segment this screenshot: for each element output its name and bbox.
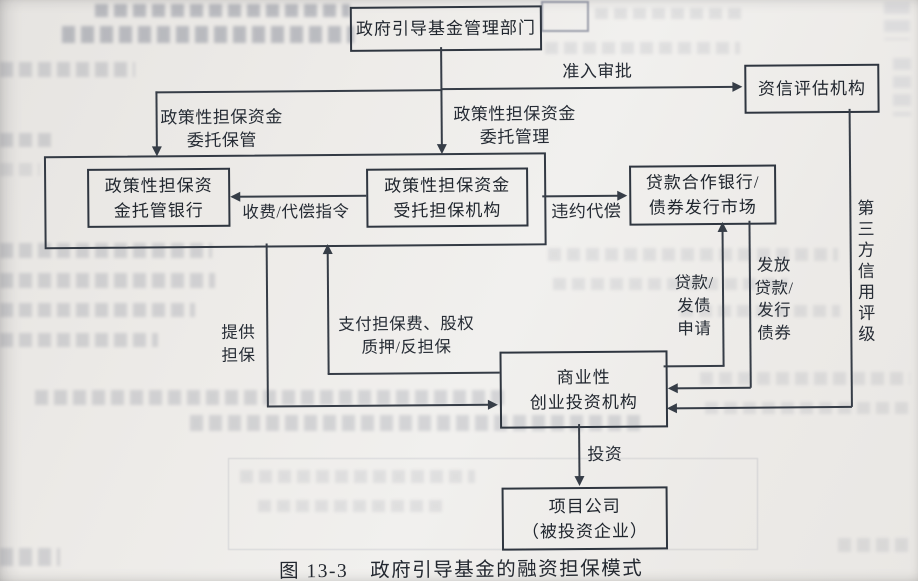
label-grant-loans-line3: 发行 <box>757 300 792 320</box>
label-fee-order-text: 收费/代偿指令 <box>242 201 350 222</box>
label-fee-order: 收费/代偿指令 <box>242 200 349 224</box>
node-trustee-guarantee-agency: 政策性担保资金 受托担保机构 <box>366 167 529 228</box>
node-project-company: 项目公司 （被投资企业） <box>501 486 669 551</box>
label-entrust-management: 政策性担保资金 委托管理 <box>435 102 595 149</box>
connector-access-approval <box>441 85 735 91</box>
connector-application-horizontal <box>663 364 725 368</box>
label-third-party-rating-text: 第三方信用评级 <box>854 198 875 346</box>
node-trustee-agency-line1: 政策性担保资金 <box>384 175 511 196</box>
node-credit-rating-agency: 资信评估机构 <box>744 63 880 114</box>
node-custodian-bank: 政策性担保资 金托管银行 <box>87 167 231 228</box>
node-government-dept-label: 政府引导基金管理部门 <box>355 18 537 39</box>
label-loan-application: 贷款/ 发债 申请 <box>662 271 727 341</box>
connector-default-compensation <box>542 194 620 198</box>
label-investment: 投资 <box>587 443 622 466</box>
node-project-company-line1: 项目公司 <box>548 496 621 516</box>
node-commercial-vc-line1: 商业性 <box>556 367 611 387</box>
figure-number: 图 13-3 <box>279 560 349 581</box>
connector-fee-horizontal <box>327 371 500 376</box>
connector-investment <box>578 424 581 478</box>
node-government-dept: 政府引导基金管理部门 <box>349 5 543 52</box>
figure-caption: 图 13-3 政府引导基金的融资担保模式 <box>2 549 918 581</box>
arrowhead-grant-into-vc <box>667 383 678 394</box>
arrowhead-application-into-loan-bank <box>717 221 728 232</box>
node-credit-rating-agency-label: 资信评估机构 <box>757 78 866 99</box>
label-entrust-management-line2: 委托管理 <box>479 127 550 147</box>
label-loan-application-line3: 申请 <box>677 319 712 339</box>
label-entrust-custody: 政策性担保资金 委托保管 <box>142 105 302 152</box>
figure-title: 政府引导基金的融资担保模式 <box>370 558 644 581</box>
label-grant-loans-line1: 发放 <box>756 255 791 275</box>
label-pay-guarantee-fee-line2: 质押/反担保 <box>361 337 452 357</box>
label-entrust-custody-line2: 委托保管 <box>186 130 257 151</box>
label-provide-guarantee-line2: 担保 <box>221 345 256 365</box>
label-grant-loans-line2: 贷款/ <box>754 277 794 298</box>
label-loan-application-line2: 发债 <box>677 296 712 316</box>
connector-rating-horizontal <box>670 405 852 410</box>
node-project-company-line2: （被投资企业） <box>521 521 648 542</box>
connector-branch-left <box>155 89 443 94</box>
arrowhead-into-project-company <box>574 476 585 487</box>
arrowhead-rating-into-vc <box>666 403 677 414</box>
arrowhead-fee-into-trustee-group <box>322 243 333 255</box>
node-custodian-bank-line2: 金托管银行 <box>113 200 204 221</box>
label-grant-loans: 发放 贷款/ 发行 债券 <box>750 254 799 344</box>
node-commercial-vc: 商业性 创业投资机构 <box>499 350 669 429</box>
node-loan-bank-line2: 债券发行市场 <box>648 197 757 218</box>
connector-guarantee-vertical <box>265 243 269 407</box>
connector-guarantee-horizontal <box>266 403 490 408</box>
label-provide-guarantee: 提供 担保 <box>217 321 259 367</box>
label-grant-loans-line4: 债券 <box>757 322 792 343</box>
label-access-approval-text: 准入审批 <box>562 61 633 82</box>
connector-grant-horizontal <box>670 386 751 390</box>
arrowhead-guarantee-into-vc <box>487 399 498 410</box>
arrowhead-into-credit-agency <box>732 81 743 92</box>
label-access-approval: 准入审批 <box>562 60 632 84</box>
arrowhead-into-custodian-bank <box>230 191 241 202</box>
label-pay-guarantee-fee: 支付担保费、股权 质押/反担保 <box>328 312 484 359</box>
label-loan-application-line1: 贷款/ <box>674 273 714 293</box>
node-custodian-bank-line1: 政策性担保资 <box>104 175 213 196</box>
node-loan-bank-line1: 贷款合作银行/ <box>645 172 760 193</box>
node-loan-bank-bond-market: 贷款合作银行/ 债券发行市场 <box>629 164 777 226</box>
label-pay-guarantee-fee-line1: 支付担保费、股权 <box>338 313 475 334</box>
label-investment-text: 投资 <box>587 444 623 464</box>
label-entrust-management-line1: 政策性担保资金 <box>453 104 576 125</box>
label-provide-guarantee-line1: 提供 <box>221 322 256 342</box>
node-trustee-agency-line2: 受托担保机构 <box>393 200 502 221</box>
label-default-compensation: 违约代偿 <box>551 200 621 224</box>
node-commercial-vc-line2: 创业投资机构 <box>529 392 638 412</box>
label-entrust-custody-line1: 政策性担保资金 <box>160 107 283 128</box>
label-third-party-rating: 第三方信用评级 <box>852 187 876 357</box>
label-default-compensation-text: 违约代偿 <box>551 201 622 222</box>
